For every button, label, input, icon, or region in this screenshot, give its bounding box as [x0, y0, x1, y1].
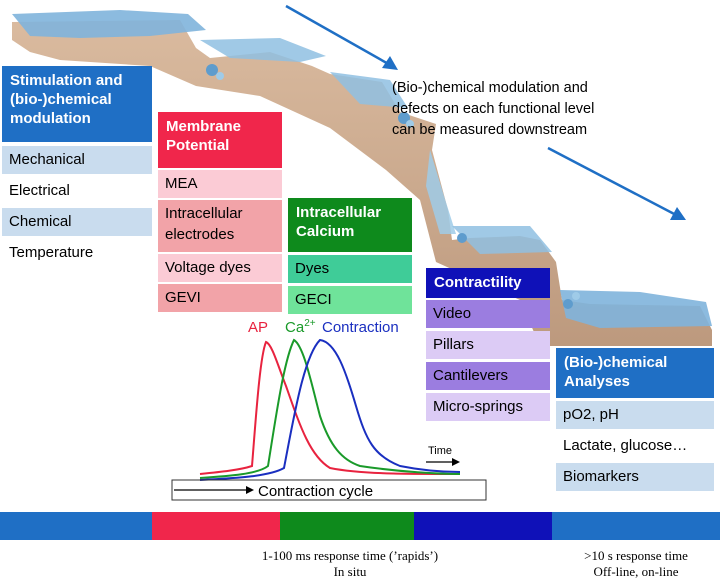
- ca-label-sup: 2+: [304, 318, 316, 329]
- timeline-segment-stimulation: [0, 512, 152, 540]
- ca-label-base: Ca: [285, 319, 305, 336]
- timeline-bar: [0, 512, 720, 540]
- calcium-item: GECI: [288, 286, 412, 314]
- contractility-item: Cantilevers: [426, 362, 550, 390]
- downstream-note: (Bio-)chemical modulation and defects on…: [392, 78, 692, 141]
- membrane-title-l2: Potential: [166, 137, 230, 154]
- contraction-trace: [199, 338, 461, 481]
- analyses-title-l2: Analyses: [564, 373, 630, 390]
- membrane-item: Voltage dyes: [158, 254, 282, 282]
- water-top: [12, 10, 206, 38]
- membrane-title-l1: Membrane: [166, 118, 242, 135]
- footer-rapid-line1: 1-100 ms response time (’rapids’): [261, 548, 439, 563]
- note-line3: can be measured downstream: [392, 122, 588, 138]
- calcium-title-l2: Calcium: [296, 223, 355, 240]
- rock-steps: [12, 20, 712, 346]
- contractility-title: Contractility: [434, 274, 522, 291]
- stimulation-header: Stimulation and (bio-)chemical modulatio…: [2, 66, 152, 142]
- membrane-header: Membrane Potential: [158, 112, 282, 168]
- analyses-item: pO2, pH: [556, 401, 714, 429]
- contractility-header: Contractility: [426, 268, 550, 298]
- contraction-label: Contraction: [322, 319, 399, 336]
- footer-rapid: 1-100 ms response time (’rapids’) In sit…: [200, 548, 500, 580]
- stimulation-title-l1: Stimulation and: [10, 72, 123, 89]
- contractility-item: Pillars: [426, 331, 550, 359]
- membrane-item: GEVI: [158, 284, 282, 312]
- calcium-header: Intracellular Calcium: [288, 198, 412, 252]
- analyses-title-l1: (Bio-)chemical: [564, 354, 668, 371]
- stimulation-item: Electrical: [9, 182, 70, 199]
- footer-offline: >10 s response time Off-line, on-line: [556, 548, 716, 580]
- arrow-lower: [547, 146, 679, 218]
- stimulation-item: Chemical: [2, 208, 152, 236]
- stimulation-item: Temperature: [9, 244, 94, 261]
- timeline-segment-analyses: [552, 512, 720, 540]
- contractility-panel: Contractility Video Pillars Cantilevers …: [426, 268, 550, 421]
- calcium-item: Dyes: [288, 255, 412, 283]
- cycle-label: Contraction cycle: [258, 483, 373, 500]
- contractility-item: Video: [426, 300, 550, 328]
- ap-label: AP: [248, 319, 268, 336]
- cycle-box: [171, 479, 487, 501]
- analyses-item: Lactate, glucose…: [563, 437, 688, 454]
- contraction-cycle-traces: AP Ca2+ Contraction Time Contraction cyc…: [171, 318, 487, 501]
- calcium-title-l1: Intracellular: [296, 204, 382, 221]
- stimulation-title-l3: modulation: [10, 110, 91, 127]
- time-label: Time: [428, 445, 452, 457]
- stimulation-panel: Stimulation and (bio-)chemical modulatio…: [2, 66, 152, 267]
- ap-trace: [199, 340, 461, 475]
- membrane-item: Intracellular electrodes: [158, 200, 282, 252]
- contractility-item: Micro-springs: [426, 393, 550, 421]
- footer-offline-line2: Off-line, on-line: [593, 564, 679, 579]
- timeline-segment-membrane: [152, 512, 280, 540]
- analyses-panel: (Bio-)chemical Analyses pO2, pH Lactate,…: [556, 348, 714, 491]
- arrow-upper: [285, 4, 393, 68]
- timeline-segment-calcium: [280, 512, 414, 540]
- calcium-panel: Intracellular Calcium Dyes GECI: [288, 198, 412, 314]
- stimulation-item: Mechanical: [2, 146, 152, 174]
- membrane-item-line1: Intracellular: [165, 205, 243, 222]
- note-line2: defects on each functional level: [392, 101, 595, 117]
- analyses-header: (Bio-)chemical Analyses: [556, 348, 714, 398]
- stimulation-title-l2: (bio-)chemical: [10, 91, 112, 108]
- membrane-item-line2: electrodes: [165, 226, 235, 243]
- footer-rapid-line2: In situ: [333, 564, 367, 579]
- timeline-segment-contractility: [414, 512, 552, 540]
- membrane-item: MEA: [158, 170, 282, 198]
- ca-label: Ca2+: [285, 318, 316, 336]
- ca-trace: [199, 338, 461, 479]
- membrane-potential-panel: Membrane Potential MEA Intracellular ele…: [158, 112, 282, 312]
- analyses-item: Biomarkers: [556, 463, 714, 491]
- note-line1: (Bio-)chemical modulation and: [392, 80, 588, 96]
- footer-offline-line1: >10 s response time: [584, 548, 688, 563]
